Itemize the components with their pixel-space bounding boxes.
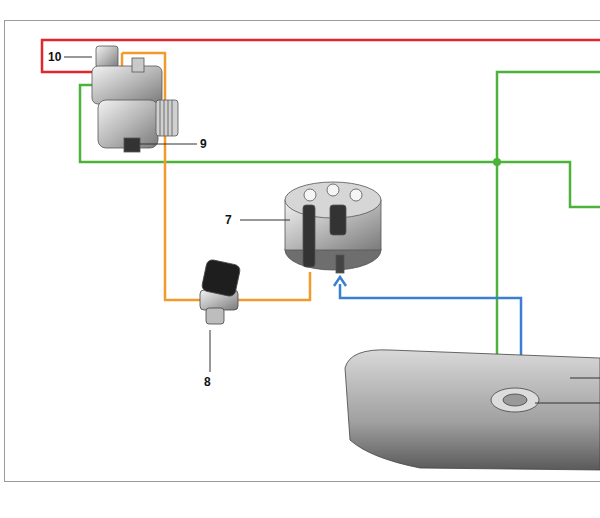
callout-number: 7 [224, 213, 233, 227]
callout-number: 10 [47, 50, 62, 64]
pump-illustration [92, 46, 178, 152]
high-pressure-pump [285, 182, 381, 273]
junction-dot [493, 158, 501, 166]
frame [5, 21, 600, 482]
arrowhead [334, 277, 346, 286]
leader-lines [64, 57, 600, 403]
callout-number: 9 [199, 137, 208, 151]
fuel-tank [345, 350, 600, 470]
pressure-sensor [200, 259, 241, 324]
callout-number: 8 [203, 375, 212, 389]
